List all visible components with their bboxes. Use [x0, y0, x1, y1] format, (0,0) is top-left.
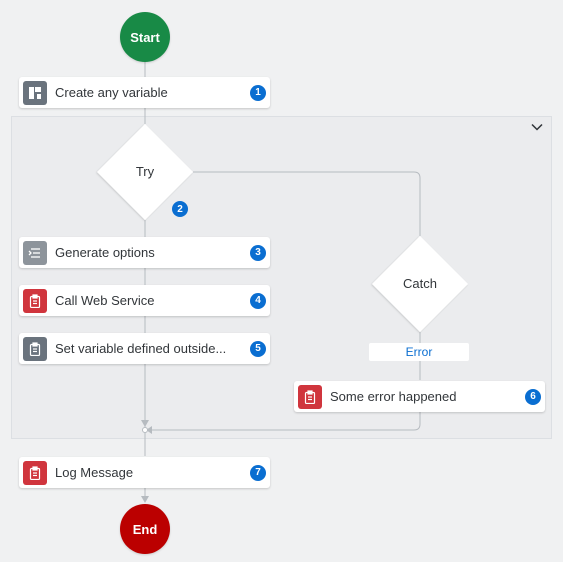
step-number-badge: 1 [250, 84, 266, 101]
try-number-badge: 2 [172, 201, 188, 217]
step-some-error-happened[interactable]: Some error happened 6 [294, 381, 545, 412]
step-create-any-variable[interactable]: Create any variable 1 [19, 77, 270, 108]
clipboard-icon [23, 460, 47, 485]
error-branch-label: Error [369, 343, 469, 361]
chevron-down-icon[interactable] [529, 119, 545, 135]
step-number-badge: 7 [250, 464, 266, 481]
step-label: Create any variable [55, 85, 168, 100]
step-label: Log Message [55, 465, 134, 480]
clipboard-icon [298, 384, 322, 409]
step-set-variable-defined-outside[interactable]: Set variable defined outside... 5 [19, 333, 270, 364]
step-call-web-service[interactable]: Call Web Service 4 [19, 285, 270, 316]
layout-icon [23, 80, 47, 105]
list-icon [23, 240, 47, 265]
step-number-badge: 4 [250, 292, 266, 309]
try-label: Try [135, 164, 155, 179]
step-label: Generate options [55, 245, 155, 260]
step-number-badge: 3 [250, 244, 266, 261]
clipboard-icon [23, 288, 47, 313]
clipboard-icon [23, 336, 47, 361]
step-label: Some error happened [330, 389, 457, 404]
step-generate-options[interactable]: Generate options 3 [19, 237, 270, 268]
step-label: Set variable defined outside... [55, 341, 227, 356]
step-number-badge: 6 [525, 388, 541, 405]
step-label: Call Web Service [55, 293, 155, 308]
start-label: Start [130, 29, 160, 45]
step-log-message[interactable]: Log Message 7 [19, 457, 270, 488]
catch-label: Catch [403, 276, 437, 291]
start-node[interactable]: Start [120, 12, 170, 62]
step-number-badge: 5 [250, 340, 266, 357]
end-node[interactable]: End [120, 504, 170, 554]
end-label: End [132, 521, 158, 537]
